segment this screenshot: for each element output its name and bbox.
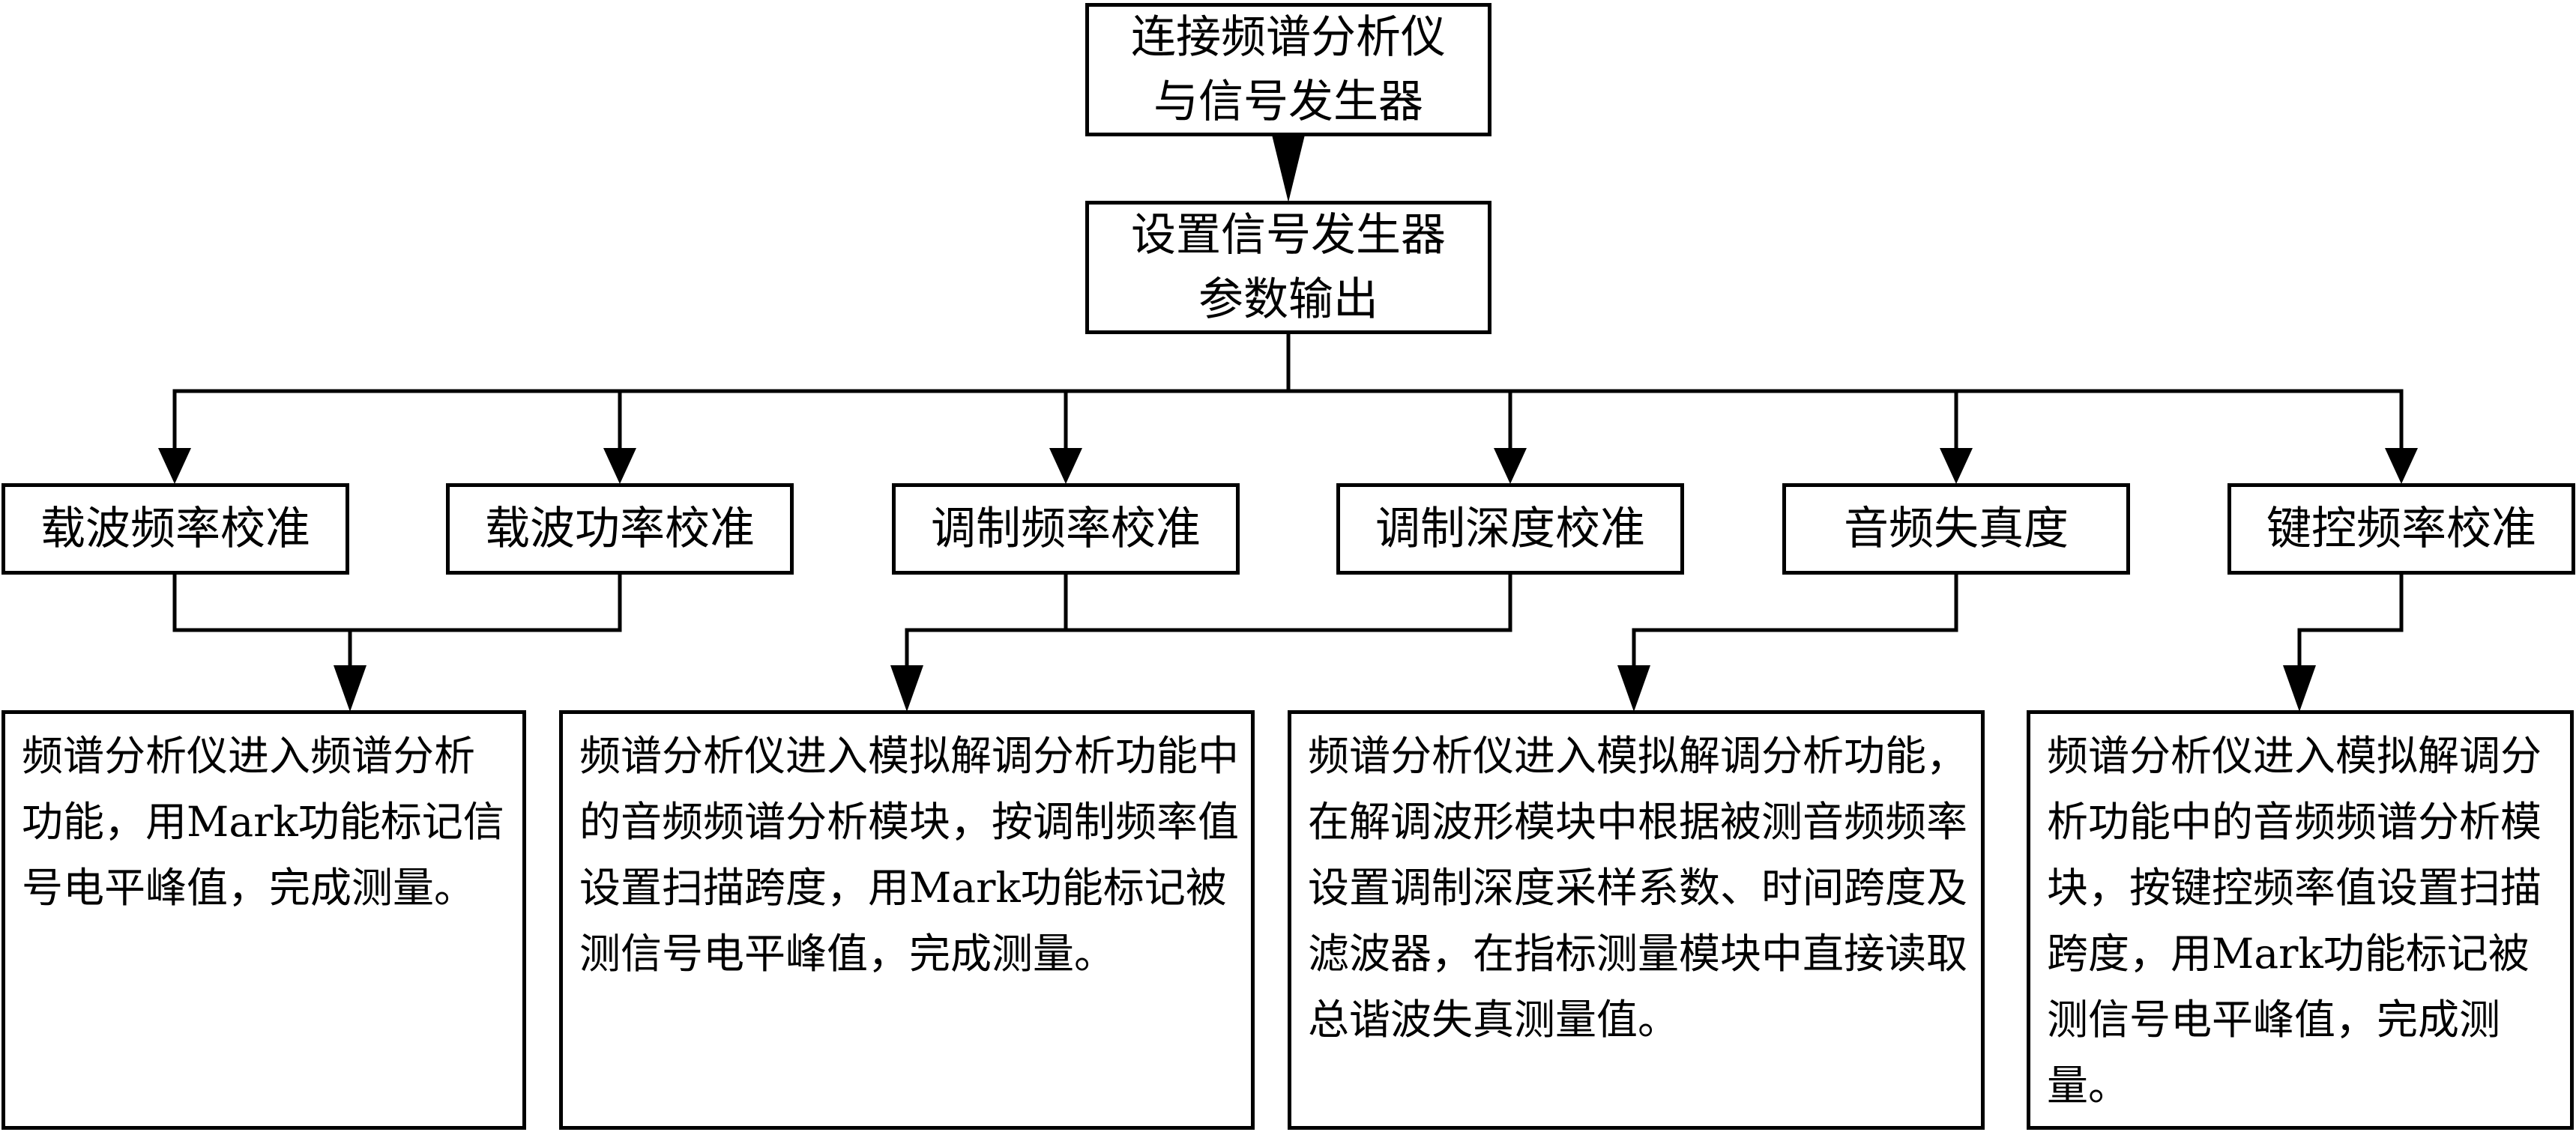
arrowhead-proc-demod-waveform (1617, 665, 1650, 712)
node-mod-freq: 调制频率校准 (892, 483, 1240, 575)
node-proc-spectrum-text: 频谱分析仪进入频谱分析功能，用Mark功能标记信号电平峰值，完成测量。 (22, 732, 504, 912)
node-proc-demod-waveform: 频谱分析仪进入模拟解调分析功能，在解调波形模块中根据被测音频频率设置调制深度采样… (1288, 710, 1985, 1130)
node-keying-freq-label: 键控频率校准 (2266, 503, 2536, 555)
node-mod-depth-label: 调制深度校准 (1375, 503, 1645, 555)
node-audio-distortion: 音频失真度 (1782, 483, 2130, 575)
arrowhead-proc-keying (2283, 665, 2316, 712)
node-carrier-freq-label: 载波频率校准 (40, 503, 310, 555)
node-audio-distortion-label: 音频失真度 (1844, 503, 2069, 555)
node-mod-freq-label: 调制频率校准 (931, 503, 1201, 555)
node-proc-keying: 频谱分析仪进入模拟解调分析功能中的音频频谱分析模块，按键控频率值设置扫描跨度，用… (2027, 710, 2574, 1130)
node-carrier-freq: 载波频率校准 (1, 483, 349, 575)
arrowhead-mod-freq (1049, 448, 1082, 484)
arrowhead-proc-spectrum (334, 665, 367, 712)
node-connect-label: 连接频谱分析仪与信号发生器 (1131, 11, 1446, 128)
arrowhead-carrier-freq (158, 448, 191, 484)
node-proc-keying-text: 频谱分析仪进入模拟解调分析功能中的音频频谱分析模块，按键控频率值设置扫描跨度，用… (2047, 732, 2542, 1110)
node-setup: 设置信号发生器参数输出 (1085, 201, 1491, 334)
arrowhead-audio-distortion (1940, 448, 1973, 484)
node-mod-depth: 调制深度校准 (1336, 483, 1684, 575)
arrowhead-proc-audio-spectrum (890, 665, 923, 712)
node-connect: 连接频谱分析仪与信号发生器 (1085, 3, 1491, 136)
node-carrier-power: 载波功率校准 (446, 483, 794, 575)
node-setup-label: 设置信号发生器参数输出 (1131, 209, 1446, 326)
node-proc-audio-spectrum-text: 频谱分析仪进入模拟解调分析功能中的音频频谱分析模块，按调制频率值设置扫描跨度，用… (579, 732, 1240, 978)
node-proc-demod-waveform-text: 频谱分析仪进入模拟解调分析功能，在解调波形模块中根据被测音频频率设置调制深度采样… (1308, 732, 1968, 1044)
node-carrier-power-label: 载波功率校准 (485, 503, 755, 555)
node-proc-spectrum: 频谱分析仪进入频谱分析功能，用Mark功能标记信号电平峰值，完成测量。 (1, 710, 526, 1130)
arrowhead-keying-freq (2385, 448, 2418, 484)
node-keying-freq: 键控频率校准 (2227, 483, 2575, 575)
arrowhead-mod-depth (1494, 448, 1527, 484)
arrowhead-carrier-power (603, 448, 636, 484)
arrowhead-setup (1272, 135, 1305, 202)
node-proc-audio-spectrum: 频谱分析仪进入模拟解调分析功能中的音频频谱分析模块，按调制频率值设置扫描跨度，用… (559, 710, 1255, 1130)
